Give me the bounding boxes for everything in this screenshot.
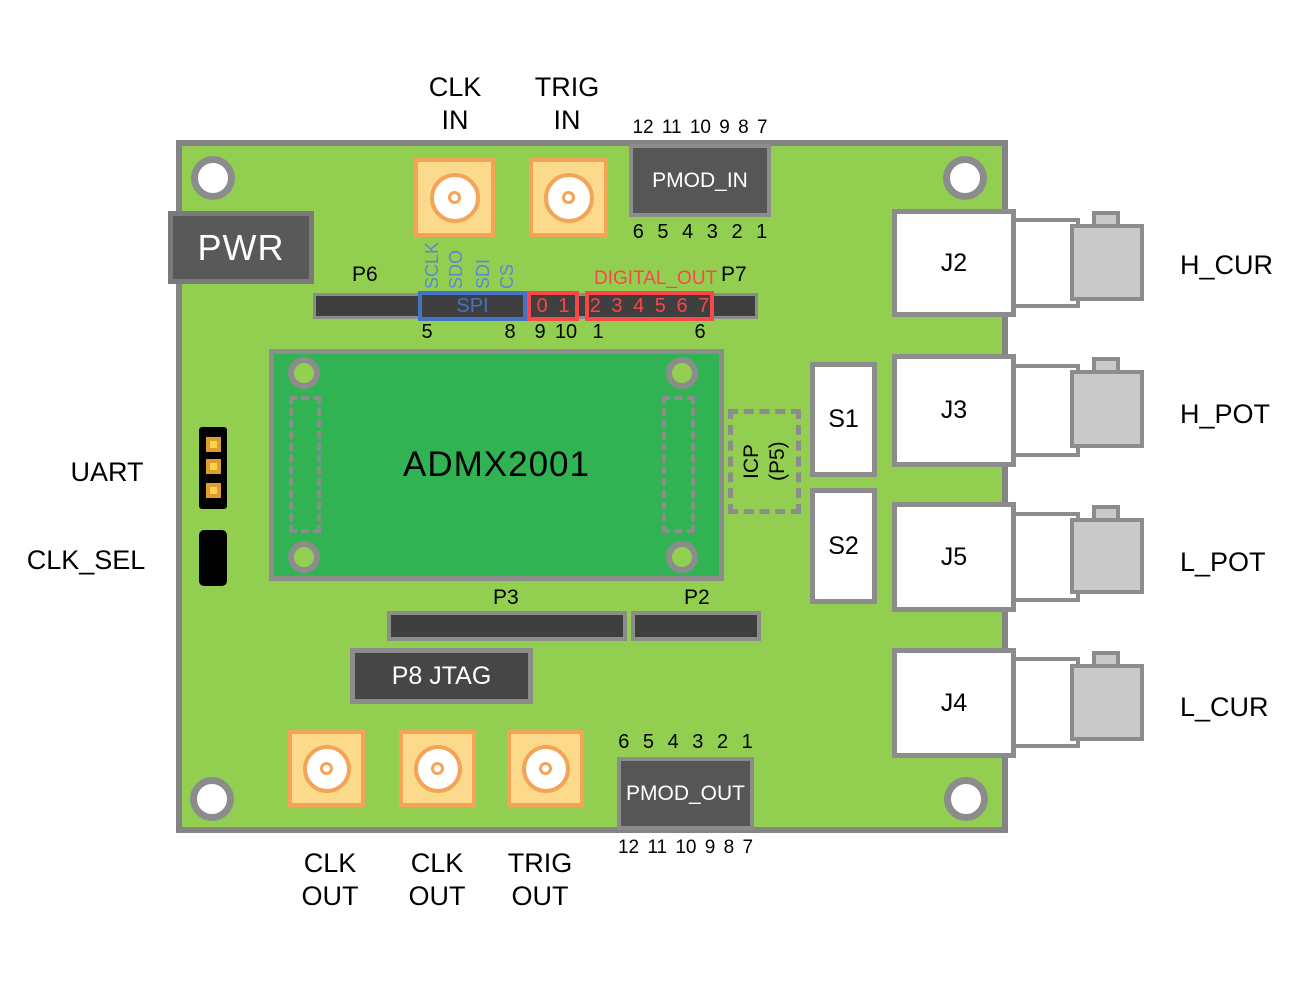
p3-header xyxy=(387,611,627,641)
clk-sel-jumper xyxy=(199,530,227,586)
bnc-plug-j2 xyxy=(1070,224,1144,301)
jack-j3: J3 xyxy=(892,354,1016,467)
p3-label: P3 xyxy=(493,586,519,609)
l-pot-label: L_POT xyxy=(1180,547,1266,577)
sma-ring xyxy=(302,744,351,793)
header-pin-1: 1 xyxy=(592,321,604,343)
bnc-plug-j3 xyxy=(1070,370,1144,448)
j4-label: J4 xyxy=(940,688,968,717)
uart-pin xyxy=(206,483,221,498)
digital-out-label: DIGITAL_OUT xyxy=(594,268,718,289)
icp-p5-label: ICP (P5) xyxy=(740,441,789,481)
header-pin-9: 9 xyxy=(534,321,546,343)
pwr-connector: PWR xyxy=(168,211,314,284)
spi-label: SPI xyxy=(456,294,489,317)
h-pot-label: H_POT xyxy=(1180,399,1271,429)
header-pin-5: 5 xyxy=(421,321,433,343)
module-name-label: ADMX2001 xyxy=(403,445,590,484)
s1-switch: S1 xyxy=(810,362,877,477)
header-pin-8: 8 xyxy=(504,321,516,343)
j5-label: J5 xyxy=(940,542,968,571)
p8-jtag-label: P8 JTAG xyxy=(391,661,492,690)
sdi-signal-label: SDI xyxy=(473,258,493,289)
jack-j5: J5 xyxy=(892,502,1016,612)
s2-switch: S2 xyxy=(810,488,877,604)
s2-label: S2 xyxy=(828,531,859,560)
module-hole xyxy=(666,541,698,573)
pmod-in-connector: PMOD_IN xyxy=(629,144,771,217)
clk-sel-label: CLK_SEL xyxy=(26,545,146,575)
l-cur-label: L_CUR xyxy=(1180,692,1269,722)
clk-out-2-label: CLK OUT xyxy=(408,848,466,911)
sclk-signal-label: SCLK xyxy=(422,241,442,289)
sma-clk-out-1 xyxy=(288,730,365,807)
module-footprint-outline xyxy=(289,396,321,533)
sdo-signal-label: SDO xyxy=(446,249,466,289)
pmod-in-pins-bottom: 6 5 4 3 2 1 xyxy=(632,221,768,243)
pmod-out-pins-bottom: 12 11 10 9 8 7 xyxy=(617,837,754,858)
jack-j2: J2 xyxy=(892,209,1016,317)
mounting-hole xyxy=(191,156,235,200)
p8-jtag-connector: P8 JTAG xyxy=(350,648,533,704)
mounting-hole xyxy=(943,156,987,200)
sma-ring xyxy=(429,172,480,223)
pmod-out-connector: PMOD_OUT xyxy=(617,757,754,830)
sma-center-pin xyxy=(448,191,461,204)
module-hole xyxy=(288,357,320,389)
gpio-2-7-label: 2 3 4 5 6 7 xyxy=(589,294,710,317)
j3-label: J3 xyxy=(940,396,968,424)
sma-center-pin xyxy=(320,762,333,775)
header-pin-6: 6 xyxy=(694,321,706,343)
gpio-0-1-box: 0 1 xyxy=(527,291,579,321)
mounting-hole xyxy=(944,777,988,821)
p7-label: P7 xyxy=(721,263,747,286)
sma-clk-in xyxy=(414,158,495,237)
gpio-2-7-box: 2 3 4 5 6 7 xyxy=(585,291,714,321)
trig-out-label: TRIG OUT xyxy=(507,848,573,911)
clk-out-1-label: CLK OUT xyxy=(301,848,359,911)
module-hole xyxy=(288,541,320,573)
sma-clk-out-2 xyxy=(399,730,476,807)
sma-center-pin xyxy=(539,762,552,775)
module-footprint-outline xyxy=(662,396,695,533)
sma-trig-out xyxy=(507,730,584,807)
mounting-hole xyxy=(190,777,234,821)
sma-center-pin xyxy=(431,762,444,775)
j2-label: J2 xyxy=(940,248,968,277)
h-cur-label: H_CUR xyxy=(1180,250,1274,280)
bnc-plug-j4 xyxy=(1070,664,1144,741)
pmod-out-pins-top: 6 5 4 3 2 1 xyxy=(618,731,753,753)
admx2001-module: ADMX2001 xyxy=(269,349,724,581)
sma-center-pin xyxy=(562,191,575,204)
bnc-plug-j5 xyxy=(1070,518,1144,594)
uart-pin xyxy=(206,437,221,452)
pmod-in-label: PMOD_IN xyxy=(652,168,748,192)
uart-pin xyxy=(206,459,221,474)
sma-trig-in xyxy=(529,158,608,237)
trig-in-label: TRIG IN xyxy=(534,72,600,135)
icp-p5-outline xyxy=(728,409,801,514)
header-pin-10: 10 xyxy=(554,321,578,343)
module-hole xyxy=(666,357,698,389)
sma-ring xyxy=(543,172,594,223)
pwr-label: PWR xyxy=(197,226,285,268)
uart-header xyxy=(199,427,227,509)
sma-ring xyxy=(413,744,462,793)
s1-label: S1 xyxy=(828,405,859,433)
gpio-0-1-label: 0 1 xyxy=(536,294,570,317)
p2-header xyxy=(631,611,761,641)
p2-label: P2 xyxy=(684,586,710,609)
spi-highlight-box: SPI xyxy=(418,291,527,321)
sma-ring xyxy=(521,744,570,793)
pmod-in-pins-top: 12 11 10 9 8 7 xyxy=(632,117,768,138)
cs-signal-label: CS xyxy=(497,263,517,289)
uart-label: UART xyxy=(70,457,144,487)
jack-j4: J4 xyxy=(892,648,1016,758)
pmod-out-label: PMOD_OUT xyxy=(625,781,745,805)
clk-in-label: CLK IN xyxy=(428,72,482,135)
p6-label: P6 xyxy=(352,263,378,286)
